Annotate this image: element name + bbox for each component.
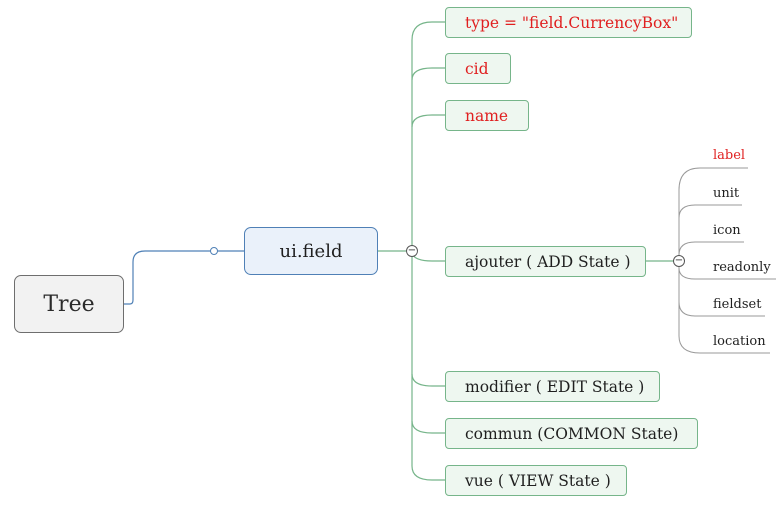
main-topic-node[interactable]: ui.field [244,227,378,275]
leaf-readonly[interactable]: readonly [713,260,771,275]
child-label: vue ( VIEW State ) [465,471,611,490]
child-label: commun (COMMON State) [465,424,679,443]
connector-leaf-5 [678,301,765,317]
connector-child-2 [411,67,445,81]
child-node-modifier[interactable]: modifier ( EDIT State ) [445,371,660,402]
leaf-label[interactable]: label [713,148,746,163]
connector-leaf-2 [678,204,742,219]
collapse-toggle-main[interactable]: − [406,245,418,257]
child-node-commun[interactable]: commun (COMMON State) [445,418,698,449]
connector-leaf-6 [678,335,770,354]
child-label: type = "field.CurrencyBox" [465,13,679,32]
child-node-name[interactable]: name [445,100,529,131]
child-label: name [465,106,509,125]
collapse-toggle-ajouter[interactable]: − [673,255,685,267]
child-label: ajouter ( ADD State ) [465,252,631,271]
connector-child-7 [411,465,445,481]
connector-child-1 [411,21,445,41]
child-label: modifier ( EDIT State ) [465,377,645,396]
connector-child-3 [411,114,445,128]
child-node-vue[interactable]: vue ( VIEW State ) [445,465,627,496]
connector-leaf-3 [678,241,744,256]
connector-leaf-1 [678,167,748,191]
connector-child-5 [411,373,445,387]
root-label: Tree [43,291,95,317]
connector-knob [210,247,218,255]
child-node-type[interactable]: type = "field.CurrencyBox" [445,7,692,38]
leaf-unit[interactable]: unit [713,186,740,201]
main-topic-label: ui.field [279,240,343,262]
leaf-location[interactable]: location [713,334,766,349]
connector-child-6 [411,420,445,434]
root-node[interactable]: Tree [14,275,124,333]
connector-leaf-4 [678,267,776,280]
child-node-ajouter[interactable]: ajouter ( ADD State ) [445,246,646,277]
connector-root-main [124,250,244,305]
child-node-cid[interactable]: cid [445,53,511,84]
child-label: cid [465,59,489,78]
leaf-fieldset[interactable]: fieldset [713,297,762,312]
leaf-icon[interactable]: icon [713,223,741,238]
